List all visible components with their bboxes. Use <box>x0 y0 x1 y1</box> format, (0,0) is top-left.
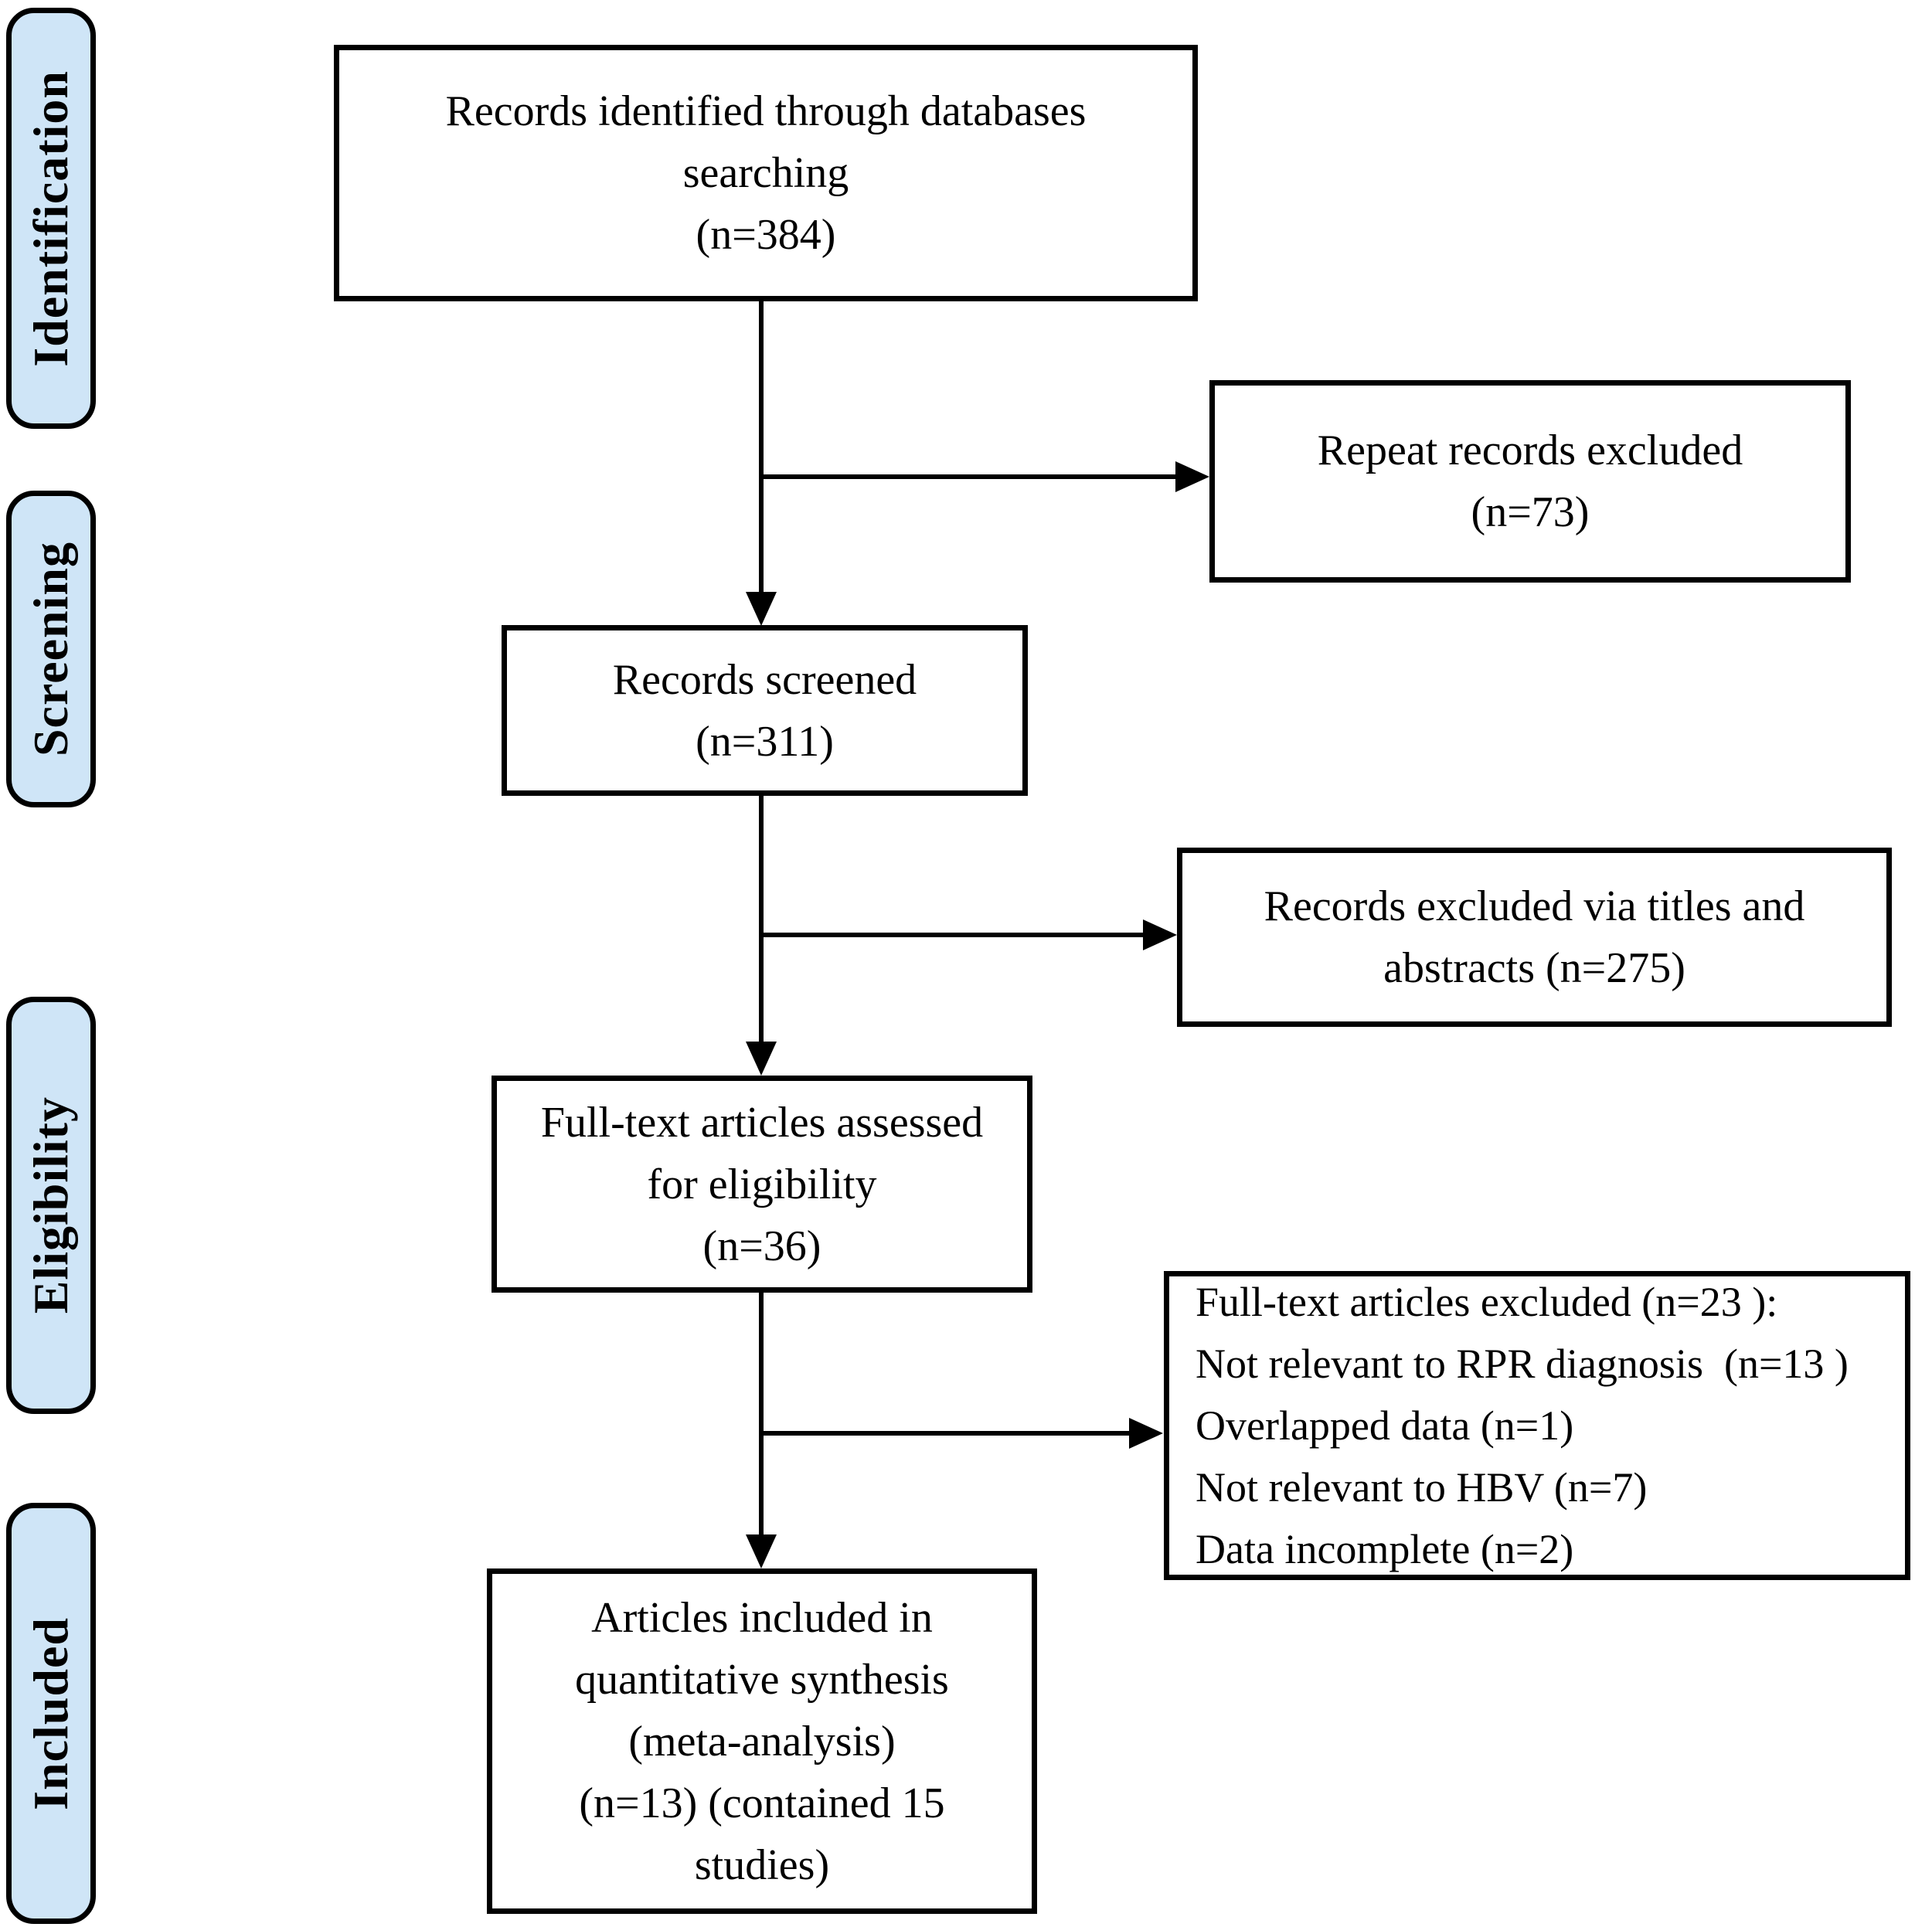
arrowhead-down-fulltext <box>746 1042 777 1076</box>
stage-included-label: Included <box>23 1616 78 1810</box>
text-line: (n=73) <box>1471 488 1590 536</box>
connector-to-repeat-excluded <box>761 474 1176 479</box>
records-excluded-titles-box: Records excluded via titles and abstract… <box>1177 848 1892 1027</box>
connector-to-titles-excluded <box>761 933 1144 937</box>
text-line: Records excluded via titles and <box>1264 882 1805 930</box>
stage-identification: Identification <box>6 8 96 429</box>
stage-eligibility-label: Eligibility <box>23 1096 78 1314</box>
repeat-records-excluded-box: Repeat records excluded (n=73) <box>1209 380 1851 583</box>
text-line: (n=13) (contained 15 <box>579 1779 945 1827</box>
text-line: Records screened <box>612 655 917 704</box>
arrowhead-right-titles-excluded <box>1143 919 1177 950</box>
connector-fulltext-to-included <box>759 1293 764 1536</box>
text-line: Records identified through databases <box>445 87 1087 135</box>
text-line: (n=311) <box>696 717 834 766</box>
records-screened-box: Records screened (n=311) <box>502 625 1028 796</box>
connector-screened-to-fulltext <box>759 796 764 1043</box>
connector-to-fulltext-excluded <box>761 1431 1130 1436</box>
text-line: Overlapped data (n=1) <box>1196 1402 1574 1449</box>
records-identified-box: Records identified through databases sea… <box>334 45 1198 301</box>
stage-included: Included <box>6 1503 96 1924</box>
text-line: abstracts (n=275) <box>1383 944 1685 992</box>
text-line: Not relevant to HBV (n=7) <box>1196 1464 1648 1511</box>
text-line: (meta-analysis) <box>628 1717 896 1766</box>
text-line: (n=36) <box>702 1222 821 1270</box>
stage-eligibility: Eligibility <box>6 997 96 1414</box>
text-line: (n=384) <box>696 211 836 259</box>
text-line: Articles included in <box>591 1593 933 1642</box>
text-line: Full-text articles excluded (n=23 ): <box>1196 1279 1778 1325</box>
stage-screening: Screening <box>6 491 96 807</box>
fulltext-excluded-box: Full-text articles excluded (n=23 ): Not… <box>1164 1271 1910 1580</box>
articles-included-box: Articles included in quantitative synthe… <box>487 1568 1037 1914</box>
text-line: for eligibility <box>647 1160 877 1208</box>
text-line: Not relevant to RPR diagnosis (n=13 ) <box>1196 1341 1849 1387</box>
stage-identification-label: Identification <box>23 70 78 367</box>
arrowhead-down-screened <box>746 592 777 626</box>
text-line: searching <box>682 149 849 197</box>
arrowhead-down-included <box>746 1534 777 1568</box>
text-line: Data incomplete (n=2) <box>1196 1526 1574 1572</box>
text-line: Repeat records excluded <box>1317 427 1743 474</box>
stage-screening-label: Screening <box>23 541 78 757</box>
connector-identified-to-screened <box>759 301 764 595</box>
arrowhead-right-fulltext-excluded <box>1129 1418 1163 1449</box>
arrowhead-right-repeat-excluded <box>1175 461 1209 492</box>
fulltext-assessed-box: Full-text articles assessed for eligibil… <box>492 1076 1032 1293</box>
text-line: Full-text articles assessed <box>540 1098 984 1147</box>
text-line: studies) <box>694 1840 830 1889</box>
text-line: quantitative synthesis <box>575 1655 949 1704</box>
